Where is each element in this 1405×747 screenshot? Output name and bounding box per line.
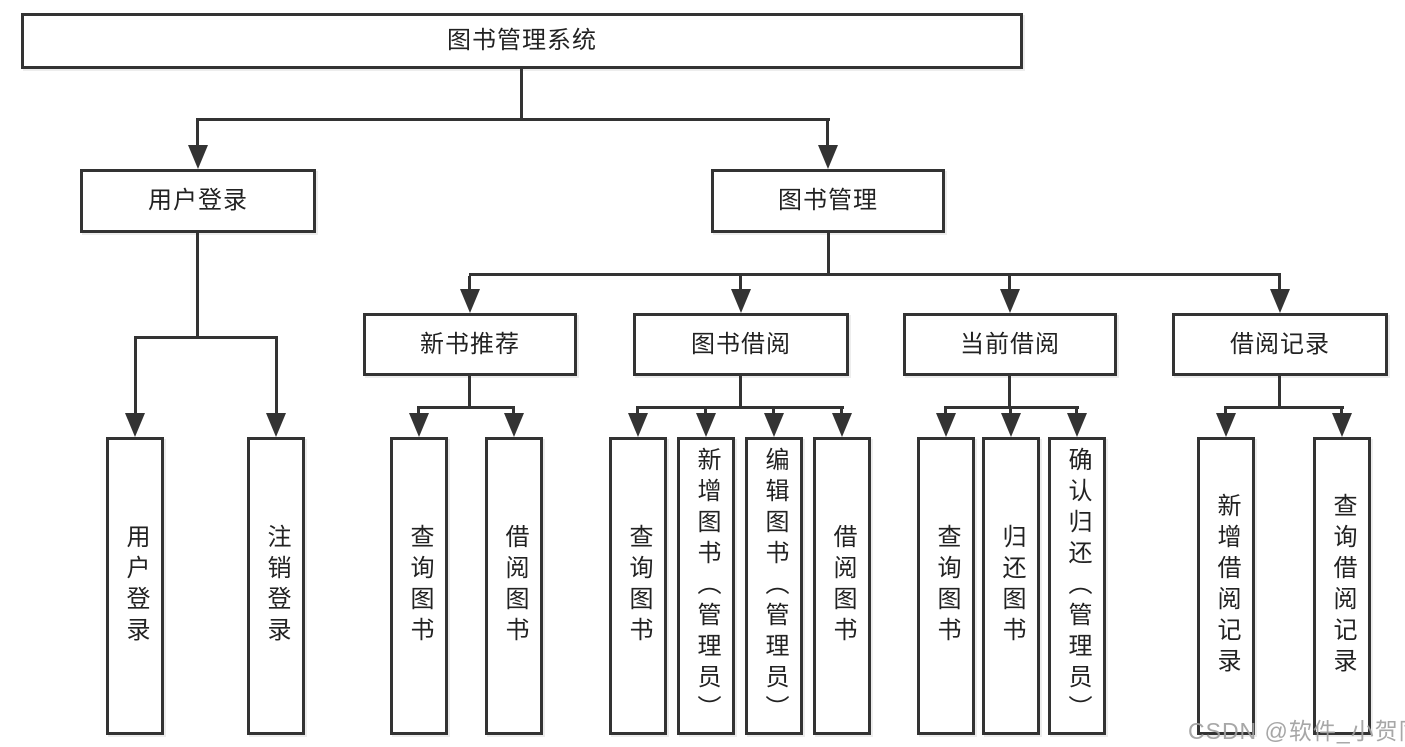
connector-stem-leaf-logout	[275, 339, 278, 414]
arrowhead-leaf-user-login-icon	[125, 413, 145, 437]
arrowhead-f12-icon	[1216, 413, 1236, 437]
watermark: CSDN @软件_小贺同学	[1188, 718, 1405, 744]
connector-records-drop	[1278, 376, 1281, 406]
node-borrowing-records: 借阅记录	[1172, 313, 1388, 376]
leaf-add-borrow-record: 新增借阅记录	[1197, 437, 1255, 735]
leaf-borrow-books-recommend: 借阅图书	[485, 437, 543, 735]
arrowhead-borrowing-icon	[731, 289, 751, 313]
leaf-add-books-admin: 新增图书（管理员）	[677, 437, 735, 735]
connector-level1-bar	[196, 118, 830, 121]
connector-login-bar	[134, 336, 278, 339]
connector-stem-f4	[512, 406, 515, 416]
connector-records-bar	[1224, 406, 1344, 409]
connector-stem-f5	[636, 406, 639, 416]
arrowhead-f3-icon	[409, 413, 429, 437]
connector-login-drop	[196, 233, 199, 336]
node-book-management: 图书管理	[711, 169, 945, 233]
arrowhead-leaf-logout-icon	[266, 413, 286, 437]
leaf-query-books-borrow: 查询图书	[609, 437, 667, 735]
arrowhead-f8-icon	[832, 413, 852, 437]
connector-newbook-bar	[417, 406, 515, 409]
connector-borrowing-drop	[739, 376, 742, 406]
connector-stem-f8	[840, 406, 843, 416]
arrowhead-current-icon	[1000, 289, 1020, 313]
arrowhead-f4-icon	[504, 413, 524, 437]
arrowhead-f7-icon	[764, 413, 784, 437]
connector-stem-newbook	[468, 276, 471, 290]
arrowhead-records-icon	[1270, 289, 1290, 313]
connector-mgmt-drop	[827, 233, 830, 273]
arrowhead-f13-icon	[1332, 413, 1352, 437]
connector-root-drop	[520, 69, 523, 121]
node-library-system: 图书管理系统	[21, 13, 1023, 69]
arrowhead-f5-icon	[628, 413, 648, 437]
arrowhead-user-login-icon	[188, 145, 208, 169]
arrowhead-newbook-icon	[460, 289, 480, 313]
connector-stem-f11	[1075, 406, 1078, 416]
connector-stem-f3	[417, 406, 420, 416]
leaf-confirm-return-admin: 确认归还（管理员）	[1048, 437, 1106, 735]
connector-stem-borrowing	[739, 276, 742, 290]
connector-stem-f13	[1340, 406, 1343, 416]
arrowhead-f6-icon	[696, 413, 716, 437]
node-user-login: 用户登录	[80, 169, 316, 233]
connector-stem-current	[1008, 276, 1011, 290]
connector-stem-f6	[704, 406, 707, 416]
arrowhead-f11-icon	[1067, 413, 1087, 437]
connector-borrowing-bar	[636, 406, 844, 409]
connector-current-drop	[1008, 376, 1011, 406]
connector-stem-f10	[1009, 406, 1012, 416]
connector-level2-bar	[469, 273, 1281, 276]
leaf-logout: 注销登录	[247, 437, 305, 735]
connector-stem-f12	[1224, 406, 1227, 416]
leaf-edit-books-admin: 编辑图书（管理员）	[745, 437, 803, 735]
connector-stem-f9	[944, 406, 947, 416]
leaf-query-borrow-record: 查询借阅记录	[1313, 437, 1371, 735]
leaf-query-books-recommend: 查询图书	[390, 437, 448, 735]
arrowhead-f9-icon	[936, 413, 956, 437]
leaf-borrow-books: 借阅图书	[813, 437, 871, 735]
node-current-borrowing: 当前借阅	[903, 313, 1117, 376]
node-new-book-recommendation: 新书推荐	[363, 313, 577, 376]
connector-stem-user-login	[196, 121, 199, 146]
leaf-user-login: 用户登录	[106, 437, 164, 735]
leaf-return-books: 归还图书	[982, 437, 1040, 735]
connector-stem-records	[1278, 276, 1281, 290]
node-book-borrowing: 图书借阅	[633, 313, 849, 376]
connector-stem-leaf-user-login	[134, 339, 137, 414]
connector-stem-f7	[772, 406, 775, 416]
arrowhead-f10-icon	[1001, 413, 1021, 437]
leaf-query-books-current: 查询图书	[917, 437, 975, 735]
connector-newbook-drop	[468, 376, 471, 406]
arrowhead-book-management-icon	[818, 145, 838, 169]
connector-stem-book-management	[826, 121, 829, 146]
